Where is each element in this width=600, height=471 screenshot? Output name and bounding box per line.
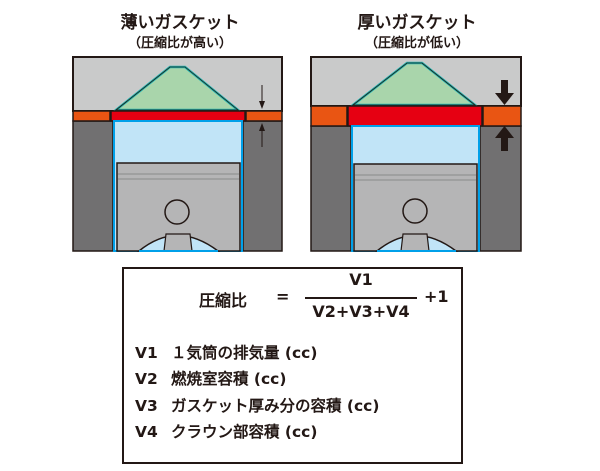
fraction-line	[305, 297, 417, 299]
gasket-left	[310, 105, 348, 127]
thin-arrows-icon	[259, 85, 265, 147]
thin-gasket-diagram	[72, 56, 283, 252]
block-right	[479, 125, 522, 252]
formula-numerator: V1	[349, 270, 373, 289]
thick-gasket-diagram	[310, 56, 522, 252]
formula-equals: =	[276, 287, 290, 306]
thin-gasket-title: 薄いガスケット	[120, 13, 240, 33]
thick-arrows-icon	[495, 80, 514, 151]
gasket-right	[245, 110, 283, 122]
gasket-bore	[110, 110, 246, 122]
piston-pin	[402, 198, 428, 224]
formula-lhs: 圧縮比	[199, 291, 248, 310]
thick-gasket-title: 厚いガスケット	[357, 13, 477, 33]
block-left	[310, 125, 352, 252]
formula-denominator: V2+V3+V4	[312, 302, 410, 321]
connecting-rod	[400, 233, 430, 252]
connecting-rod	[163, 233, 193, 252]
thin-gasket-subtitle: （圧縮比が高い）	[127, 36, 232, 51]
thick-gasket-subtitle: （圧縮比が低い）	[364, 36, 469, 51]
piston-pin	[164, 199, 190, 225]
gasket-right	[482, 105, 522, 127]
block-left	[72, 120, 114, 252]
gasket-left	[72, 110, 111, 122]
gasket-bore	[347, 105, 483, 127]
formula-suffix: +1	[424, 287, 449, 306]
formula-box	[122, 267, 463, 464]
